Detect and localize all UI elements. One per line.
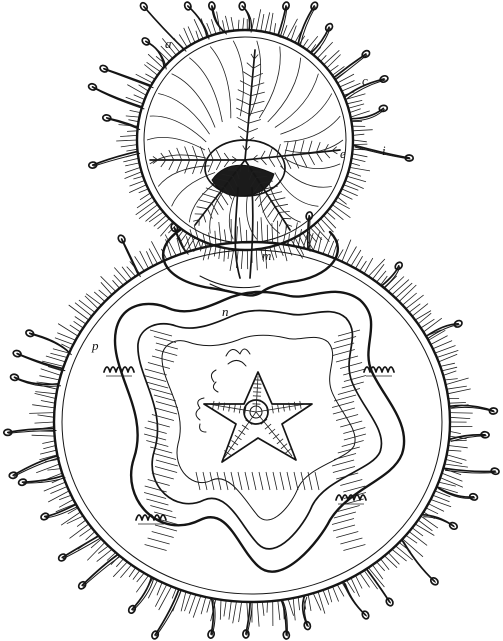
gland xyxy=(136,515,166,520)
star-organ-outer xyxy=(115,292,404,572)
tentacle-edge xyxy=(280,7,287,37)
gland xyxy=(364,367,394,372)
rib xyxy=(259,47,280,119)
stalk-right xyxy=(250,188,253,278)
rib xyxy=(284,116,340,142)
rib xyxy=(268,58,301,122)
inner-star xyxy=(204,372,312,462)
label-e: e xyxy=(340,146,346,161)
rib xyxy=(172,74,216,128)
tentacle-edge xyxy=(451,407,494,412)
star-organ-mid xyxy=(138,311,382,549)
tentacle-edge xyxy=(108,119,140,130)
tentacle xyxy=(13,456,57,475)
tentacle xyxy=(104,69,151,86)
tentacle-edge xyxy=(31,334,72,354)
rib xyxy=(275,173,319,207)
tentacle xyxy=(93,87,143,107)
rib xyxy=(172,173,216,207)
label-p: p xyxy=(91,338,99,353)
rib xyxy=(158,94,209,135)
rib xyxy=(189,58,222,122)
rib xyxy=(233,41,243,117)
tentacle xyxy=(23,476,64,483)
rib xyxy=(150,116,206,142)
rib xyxy=(210,47,231,119)
tentacle xyxy=(155,589,179,635)
star-organ-inner xyxy=(162,335,355,520)
tentacle xyxy=(17,354,63,369)
tentacle xyxy=(93,151,138,165)
tentacle-edge xyxy=(404,542,436,583)
rib xyxy=(147,137,205,150)
tentacle xyxy=(366,569,389,602)
gland xyxy=(104,367,134,372)
stalk-left xyxy=(235,188,240,278)
label-i: i xyxy=(382,143,386,158)
label-a: a xyxy=(165,36,172,51)
rib xyxy=(275,74,319,128)
lower-tentacles xyxy=(4,211,500,640)
label-n: n xyxy=(222,304,229,319)
rib xyxy=(280,166,331,187)
tentacle-edge xyxy=(63,538,100,559)
label-c: c xyxy=(362,73,368,88)
label-m: m xyxy=(262,248,271,263)
buds xyxy=(196,349,250,432)
tentacle xyxy=(132,577,152,609)
